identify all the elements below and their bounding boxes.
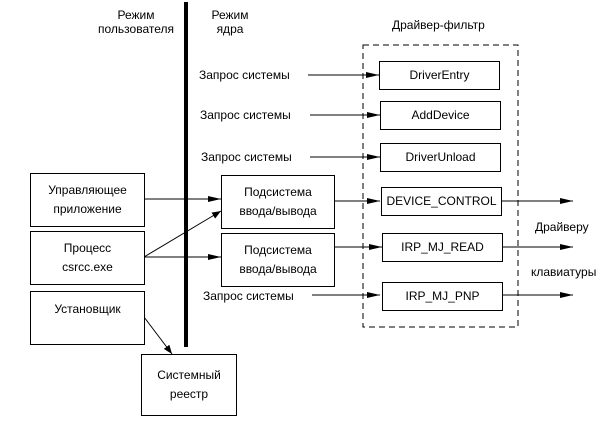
kernel-mode-label-line2: ядра bbox=[216, 22, 244, 36]
installer-box: Установщик bbox=[30, 291, 145, 345]
io-subsystem-line2: ввода/вывода bbox=[239, 204, 317, 218]
routine-irp-mj-pnp-box: IRP_MJ_PNP bbox=[382, 282, 503, 311]
system-request-label: Запрос системы bbox=[201, 150, 292, 164]
kernel-mode-label-line1: Режим bbox=[211, 8, 249, 22]
registry-line2: реестр bbox=[169, 387, 209, 401]
system-request-label: Запрос системы bbox=[200, 108, 291, 122]
system-request-label: Запрос системы bbox=[199, 68, 290, 82]
keyboard-driver-label-line2: клавиатуры bbox=[531, 265, 597, 279]
io-subsystem-box: Подсистема ввода/вывода bbox=[221, 175, 335, 229]
control-app-box: Управляющее приложение bbox=[30, 173, 145, 227]
io-subsystem-line2: ввода/вывода bbox=[239, 262, 317, 276]
user-mode-label-line1: Режим bbox=[117, 8, 155, 22]
routine-driverentry-box: DriverEntry bbox=[379, 61, 500, 90]
csrss-process-box: Процесс csrcc.exe bbox=[30, 231, 145, 285]
installer-label: Установщик bbox=[54, 301, 121, 316]
filter-driver-frame bbox=[362, 44, 519, 328]
routine-adddevice-box: AddDevice bbox=[380, 101, 501, 130]
kernel-mode-label: Режим ядра bbox=[208, 8, 252, 36]
routine-irp-mj-read-box: IRP_MJ_READ bbox=[382, 233, 503, 262]
registry-line1: Системный bbox=[157, 368, 221, 382]
control-app-line1: Управляющее bbox=[48, 183, 127, 197]
control-app-line2: приложение bbox=[53, 202, 122, 216]
io-subsystem-line1: Подсистема bbox=[244, 243, 312, 257]
csrss-process-line1: Процесс bbox=[63, 241, 112, 255]
filter-driver-title: Драйвер-фильтр bbox=[392, 18, 485, 32]
keyboard-driver-label-line1: Драйверу bbox=[535, 220, 589, 234]
csrss-process-line2: csrcc.exe bbox=[62, 260, 113, 274]
system-registry-box: Системный реестр bbox=[141, 354, 237, 416]
io-subsystem-box: Подсистема ввода/вывода bbox=[221, 233, 335, 287]
routine-device-control-box: DEVICE_CONTROL bbox=[381, 187, 502, 216]
user-mode-label: Режим пользователя bbox=[95, 8, 177, 36]
io-subsystem-line1: Подсистема bbox=[244, 185, 312, 199]
csrss-to-io1-arrow bbox=[143, 210, 222, 258]
installer-to-registry-arrow bbox=[143, 316, 173, 355]
system-request-label: Запрос системы bbox=[203, 289, 294, 303]
user-mode-label-line2: пользователя bbox=[98, 22, 174, 36]
routine-driverunload-box: DriverUnload bbox=[380, 143, 501, 172]
